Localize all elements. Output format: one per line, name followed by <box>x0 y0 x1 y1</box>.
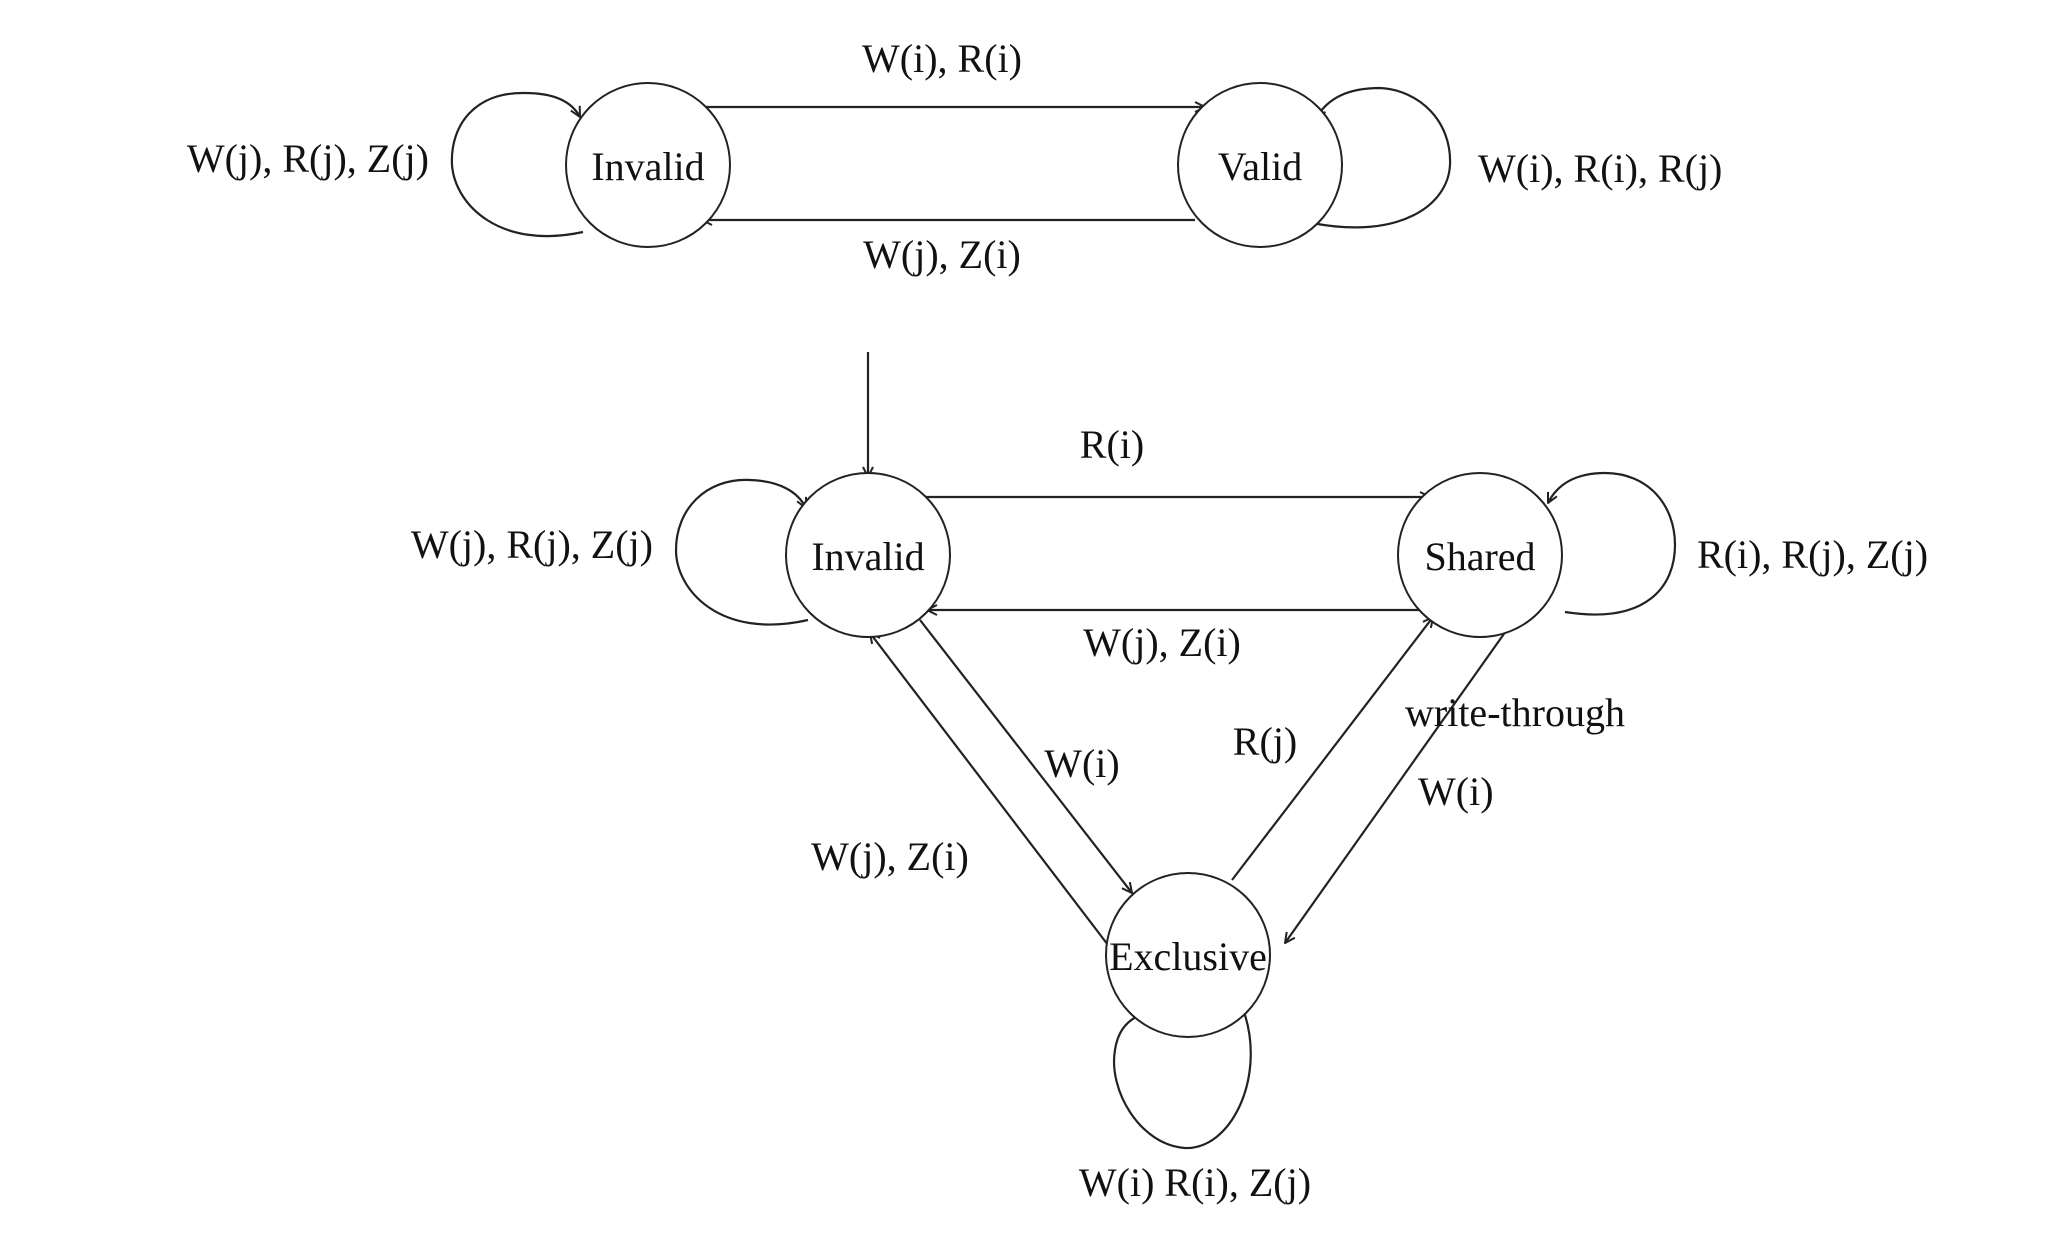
label-bottom-shared-to-exclusive: W(i) <box>1418 769 1494 814</box>
edge-bottom-exclusive-to-invalid <box>870 633 1109 946</box>
label-bottom-exclusive-self: W(i) R(i), Z(j) <box>1079 1160 1311 1205</box>
label-top-invalid-self: W(j), R(j), Z(j) <box>187 136 429 181</box>
edge-bottom-exclusive-self-loop <box>1112 1012 1252 1150</box>
state-bottom-shared: Shared <box>1397 472 1563 638</box>
top-diagram: Invalid Valid W(i), R(i) W(j), Z(i) W(j)… <box>187 36 1723 277</box>
state-top-valid: Valid <box>1177 82 1343 248</box>
label-bottom-invalid-to-exclusive: W(i) <box>1044 741 1120 786</box>
state-top-valid-label: Valid <box>1218 144 1302 189</box>
label-bottom-exclusive-to-shared: R(j) <box>1233 719 1297 764</box>
state-top-invalid: Invalid <box>565 82 731 248</box>
edge-bottom-shared-self-loop <box>1548 471 1677 616</box>
edge-bottom-exclusive-to-shared <box>1231 617 1433 881</box>
label-bottom-write-through: write-through <box>1405 690 1625 735</box>
edge-bottom-invalid-to-exclusive <box>919 619 1132 893</box>
state-bottom-exclusive: Exclusive <box>1105 872 1271 1038</box>
label-bottom-shared-self: R(i), R(j), Z(j) <box>1697 532 1928 577</box>
label-bottom-invalid-self: W(j), R(j), Z(j) <box>411 522 653 567</box>
label-top-valid-self: W(i), R(i), R(j) <box>1478 146 1722 191</box>
state-bottom-exclusive-label: Exclusive <box>1109 934 1267 979</box>
bottom-diagram: Invalid Shared Exclusive R(i) W(j), Z(i)… <box>411 352 1928 1205</box>
label-bottom-shared-to-invalid: W(j), Z(i) <box>1083 620 1241 665</box>
state-bottom-invalid: Invalid <box>785 472 951 638</box>
state-bottom-shared-label: Shared <box>1424 534 1535 579</box>
state-bottom-invalid-label: Invalid <box>811 534 924 579</box>
edge-top-invalid-self-loop <box>450 91 584 238</box>
label-top-invalid-to-valid: W(i), R(i) <box>862 36 1022 81</box>
edge-top-valid-self-loop <box>1311 86 1452 229</box>
label-bottom-exclusive-to-invalid: W(j), Z(i) <box>811 834 969 879</box>
edge-bottom-invalid-self-loop <box>674 478 809 626</box>
label-top-valid-to-invalid: W(j), Z(i) <box>863 232 1021 277</box>
edge-bottom-shared-to-exclusive <box>1285 630 1507 943</box>
label-bottom-invalid-to-shared: R(i) <box>1080 422 1144 467</box>
state-top-invalid-label: Invalid <box>591 144 704 189</box>
